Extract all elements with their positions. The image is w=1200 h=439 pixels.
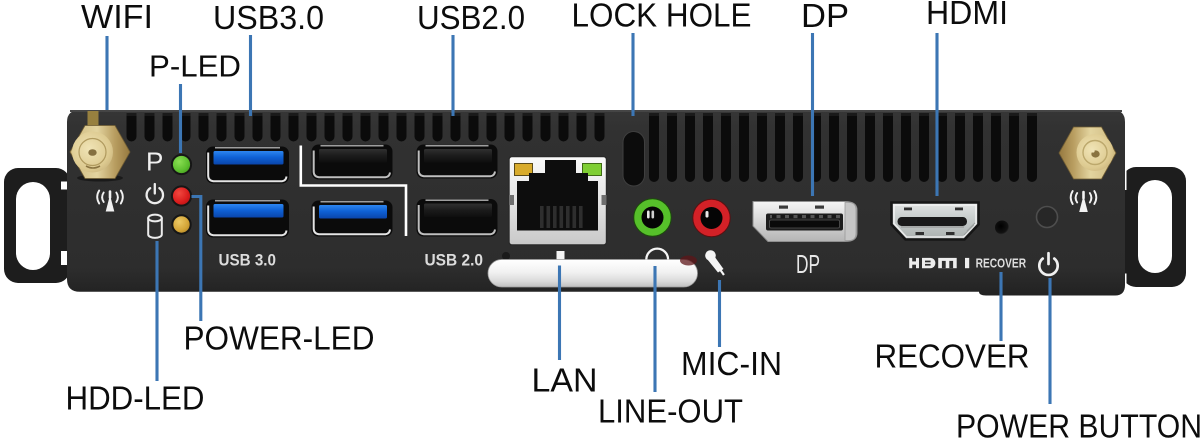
svg-text:HDD-LED: HDD-LED — [66, 380, 205, 417]
svg-text:DP: DP — [801, 0, 849, 34]
svg-text:WIFI: WIFI — [81, 0, 153, 35]
svg-text:POWER-LED: POWER-LED — [184, 320, 375, 357]
svg-text:USB 2.0: USB 2.0 — [425, 252, 484, 270]
svg-text:MIC-IN: MIC-IN — [681, 345, 782, 382]
svg-text:USB3.0: USB3.0 — [213, 0, 324, 36]
svg-text:RECOVER: RECOVER — [976, 256, 1027, 271]
svg-text:RECOVER: RECOVER — [875, 338, 1030, 375]
svg-text:POWER BUTTON: POWER BUTTON — [956, 408, 1200, 439]
svg-text:LAN: LAN — [532, 362, 598, 399]
svg-text:LOCK HOLE: LOCK HOLE — [572, 0, 752, 34]
svg-text:P: P — [146, 147, 163, 177]
svg-text:P-LED: P-LED — [149, 50, 241, 84]
svg-text:HDMI: HDMI — [926, 0, 1008, 31]
svg-text:USB 3.0: USB 3.0 — [219, 252, 277, 270]
svg-text:USB2.0: USB2.0 — [417, 0, 525, 36]
svg-text:DP: DP — [796, 249, 820, 279]
svg-text:LINE-OUT: LINE-OUT — [598, 393, 743, 430]
